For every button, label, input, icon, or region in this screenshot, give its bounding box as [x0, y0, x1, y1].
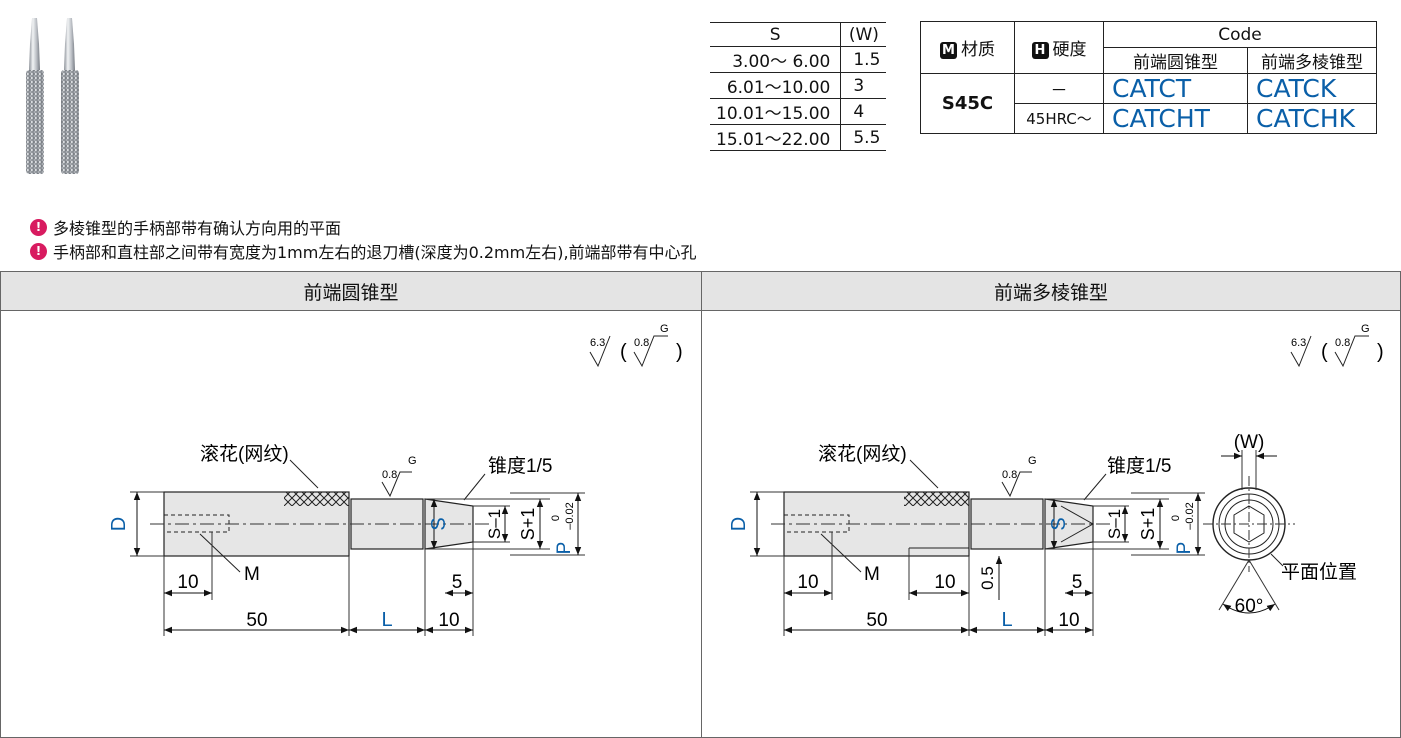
svg-text:0.8: 0.8: [1335, 337, 1350, 349]
drawing-frame: 前端圆锥型 前端多棱锥型: [0, 271, 1401, 738]
sub-header-pyramid: 前端多棱锥型: [1247, 47, 1377, 74]
product-photo: [26, 18, 79, 174]
pin-conical: [26, 18, 44, 174]
hardness-value: －: [1014, 73, 1104, 104]
code-catcht: CATCHT: [1103, 103, 1248, 134]
svg-text:0: 0: [1170, 515, 1182, 521]
dim-m: M: [244, 564, 260, 585]
knurl-label: 滚花(网纹): [200, 443, 289, 465]
dim-10-tip: 10: [1058, 610, 1079, 631]
dim-s: S: [428, 517, 450, 530]
dim-10-flat: 10: [934, 572, 955, 593]
surface-finish-symbol: 6.3 ( 0.8 G ): [589, 323, 683, 368]
dim-p: P: [554, 542, 575, 555]
svg-text:0.8: 0.8: [634, 337, 649, 349]
pin-pyramid: [61, 18, 79, 174]
knurl-hatch: [904, 492, 969, 506]
code-catck: CATCK: [1247, 73, 1377, 104]
section-header-pyramid: 前端多棱锥型: [702, 272, 1400, 311]
material-value: S45C: [920, 73, 1015, 134]
knurl-label: 滚花(网纹): [818, 443, 907, 465]
dim-50: 50: [246, 610, 267, 631]
surface-finish-symbol: 6.3 ( 0.8 G ): [1290, 323, 1384, 368]
material-badge-icon: M: [940, 42, 957, 59]
dim-d: D: [108, 517, 130, 531]
svg-text:(: (: [620, 341, 627, 363]
dim-s-plus: S+1: [1138, 508, 1158, 541]
code-header: Code: [1103, 21, 1377, 48]
dim-l: L: [381, 609, 392, 631]
dim-50: 50: [866, 610, 887, 631]
w-table-header-w: (W): [840, 22, 887, 47]
svg-text:0.8: 0.8: [1002, 469, 1017, 481]
svg-text:G: G: [660, 323, 669, 335]
dim-s-minus: S–1: [485, 509, 504, 539]
dim-d: D: [728, 517, 750, 531]
svg-text:0.8: 0.8: [382, 469, 397, 481]
info-icon: !: [30, 218, 47, 236]
svg-text:6.3: 6.3: [1291, 337, 1306, 349]
section-divider: [701, 272, 702, 737]
section-header-conical: 前端圆锥型: [1, 272, 701, 311]
flat-position-label: 平面位置: [1281, 561, 1357, 583]
dim-s-minus: S–1: [1105, 509, 1124, 539]
info-icon: !: [30, 242, 47, 260]
code-catchk: CATCHK: [1247, 103, 1377, 134]
dim-s: S: [1048, 517, 1070, 530]
svg-text:G: G: [1361, 323, 1370, 335]
dim-s-plus: S+1: [518, 508, 538, 541]
svg-text:6.3: 6.3: [590, 337, 605, 349]
svg-text:(: (: [1321, 341, 1328, 363]
dim-0-5: 0.5: [978, 566, 997, 590]
dim-10-thread: 10: [177, 572, 198, 593]
dim-10-thread: 10: [797, 572, 818, 593]
svg-text:G: G: [408, 455, 417, 467]
hardness-badge-icon: H: [1031, 42, 1049, 59]
svg-text:): ): [1377, 341, 1384, 363]
knurl-hatch: [284, 492, 349, 506]
svg-text:–0.02: –0.02: [564, 502, 576, 530]
dim-m: M: [864, 564, 880, 585]
note-1: ! 多棱锥型的手柄部带有确认方向用的平面: [30, 215, 341, 239]
dim-w: (W): [1234, 432, 1265, 453]
angle-60: 60°: [1235, 596, 1264, 617]
dim-5: 5: [452, 572, 463, 593]
code-catct: CATCT: [1103, 73, 1248, 104]
svg-text:G: G: [1028, 455, 1037, 467]
w-table-header-s: S: [710, 22, 841, 47]
sub-header-conical: 前端圆锥型: [1103, 47, 1248, 74]
svg-text:0: 0: [550, 515, 562, 521]
svg-text:): ): [676, 341, 683, 363]
note-2: ! 手柄部和直柱部之间带有宽度为1mm左右的退刀槽(深度为0.2mm左右),前端…: [30, 239, 697, 263]
taper-label: 锥度1/5: [1107, 455, 1171, 477]
dim-10-tip: 10: [438, 610, 459, 631]
dim-l: L: [1001, 609, 1012, 631]
taper-label: 锥度1/5: [488, 455, 552, 477]
dim-5: 5: [1072, 572, 1083, 593]
table-row: 45HRC～ CATCHT CATCHK: [921, 103, 1377, 134]
end-view: (W) 平面位置 60°: [1203, 432, 1357, 617]
drawing-conical: 6.3 ( 0.8 G ) D 滚花(网纹) M 锥度1/5 0.8 G S S…: [108, 323, 683, 636]
hardness-value: 45HRC～: [1014, 103, 1104, 134]
dim-p: P: [1174, 542, 1195, 555]
svg-text:–0.02: –0.02: [1184, 502, 1196, 530]
drawing-pyramid: 6.3 ( 0.8 G ) D 滚花(网纹) M 锥度1/5 0.8 G S S…: [728, 323, 1384, 636]
table-row: S45C － CATCT CATCK: [920, 73, 1377, 134]
